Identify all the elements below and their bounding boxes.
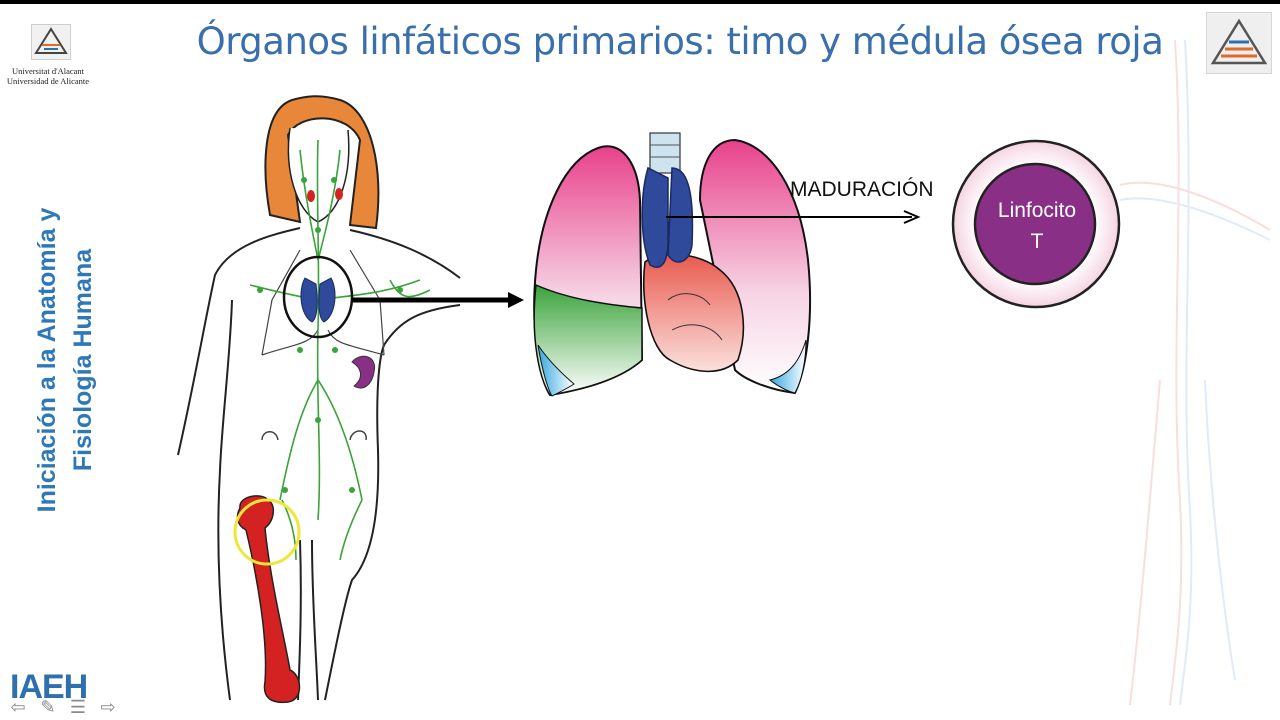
slide-navigation: ⇦ ✎ ☰ ⇨ [4, 696, 122, 718]
spleen [351, 355, 376, 389]
menu-icon[interactable]: ☰ [69, 697, 87, 717]
bone-marrow-highlight-circle [233, 498, 301, 566]
lung-right-base [768, 339, 807, 394]
tonsil-right [335, 188, 343, 200]
t-lymphocyte-label: Linfocito T [977, 195, 1097, 257]
t-lymphocyte-nucleus [973, 162, 1097, 286]
tonsil-left [307, 190, 315, 202]
thymus-highlight-circle [282, 255, 354, 339]
university-emblem-right-icon [1206, 12, 1272, 74]
university-emblem-icon [31, 24, 71, 60]
arrow-right-icon[interactable]: ⇨ [100, 697, 116, 717]
lung-left-base [537, 344, 575, 397]
thorax-enlarged [533, 132, 812, 397]
t-lymphocyte-label-line1: Linfocito [997, 199, 1077, 222]
page-title: Órganos linfáticos primarios: timo y méd… [196, 20, 1164, 63]
human-body [177, 95, 461, 701]
femur-red-marrow [236, 495, 301, 704]
arrow-left-icon[interactable]: ⇦ [10, 697, 26, 717]
background-vessels [1119, 39, 1271, 706]
t-lymphocyte-label-line2: T [1030, 230, 1044, 253]
maturation-arrow-head [903, 210, 921, 224]
trachea [649, 132, 681, 174]
logo-text-line2: Universidad de Alicante [6, 76, 90, 86]
lymph-nodes [257, 177, 403, 493]
logo-text-line1: Universitat d'Alacant [11, 66, 85, 76]
top-bar [0, 0, 1280, 4]
university-logo: Universitat d'Alacant Universidad de Ali… [4, 20, 92, 88]
course-brand-logo: IAEH [10, 668, 88, 706]
maturation-label: MADURACIÓN [790, 178, 934, 201]
zoom-arrow-head [508, 292, 524, 308]
lung-left-lower-lobe [533, 283, 643, 396]
thymus-body [300, 277, 336, 323]
heart [642, 253, 745, 373]
pencil-icon[interactable]: ✎ [40, 697, 56, 717]
